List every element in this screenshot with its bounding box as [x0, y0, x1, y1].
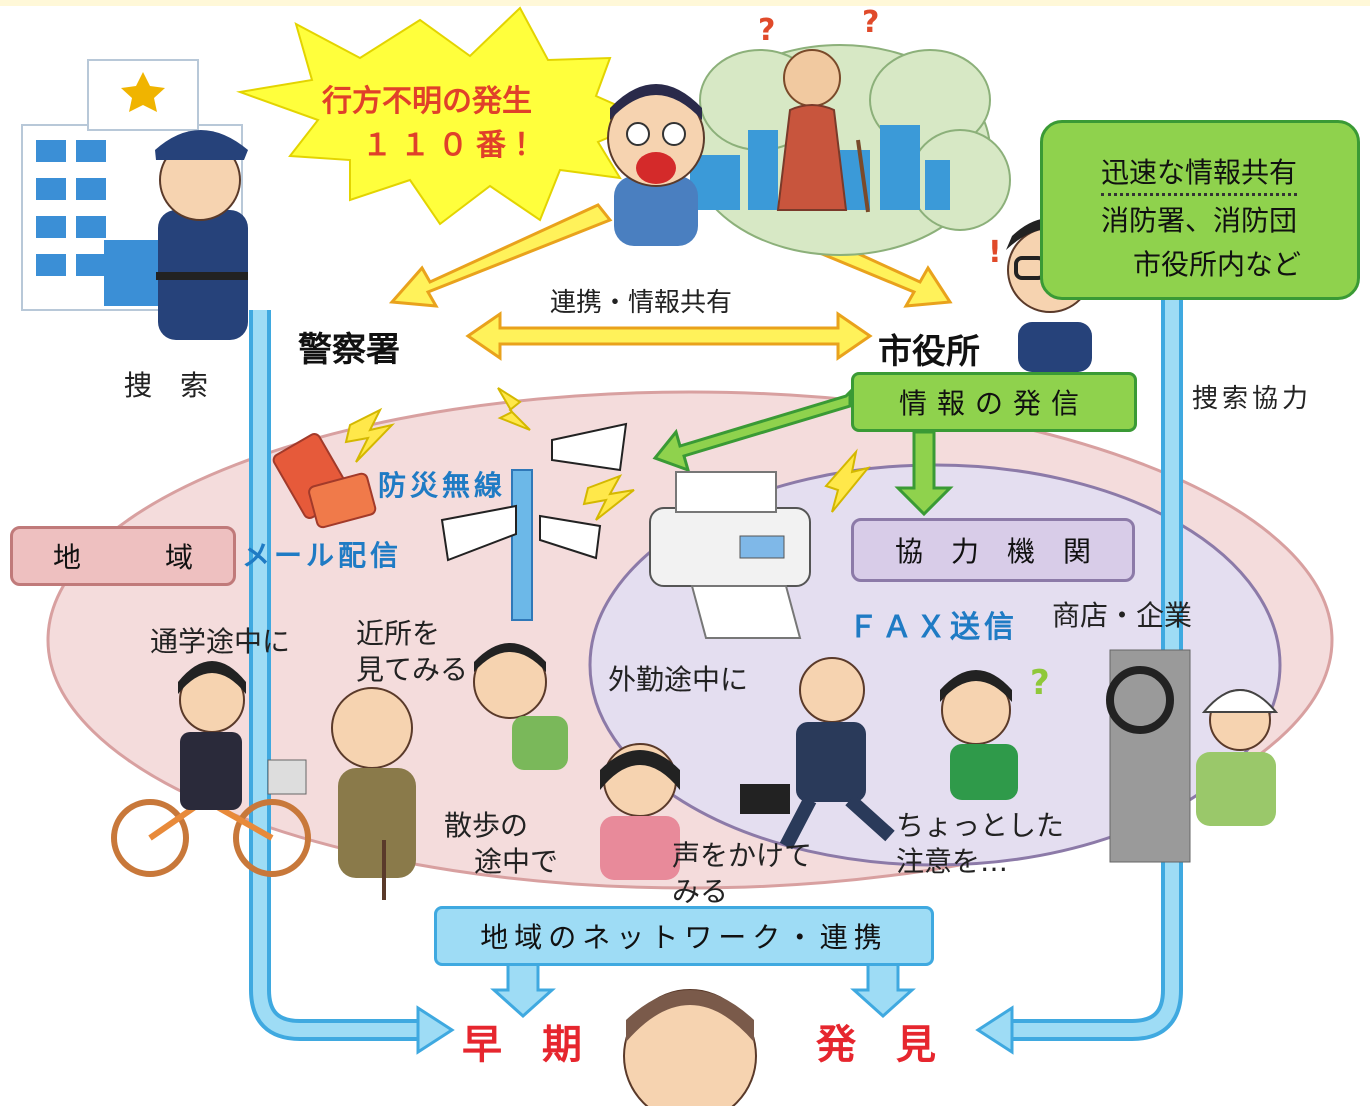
- scene-attention-2: 注意を…: [896, 845, 1009, 878]
- yellow-double-arrow: [465, 311, 873, 361]
- mobile-phone-illustration: [272, 433, 377, 529]
- elderly-man-illustration: [331, 687, 416, 900]
- left-search-arrow: [253, 310, 420, 1037]
- search-label: 捜 索: [124, 369, 209, 402]
- utility-worker-illustration: [1106, 649, 1279, 863]
- network-down-arrow-right: [850, 960, 916, 1019]
- partner-label-box: 協 力 機 関: [851, 518, 1135, 582]
- woman-calling-illustration: [600, 743, 680, 880]
- green-arrow-to-partners: [894, 430, 954, 517]
- right-help-arrow: [1010, 300, 1179, 1037]
- police-label: 警察署: [298, 330, 400, 370]
- scene-attention-1: ちょっとした: [896, 809, 1065, 842]
- mail-channel-label: メール配信: [242, 539, 403, 572]
- link-label: 連携・情報共有: [550, 288, 733, 318]
- cityhall-label: 市役所: [878, 332, 980, 372]
- reporting-man-illustration: [607, 84, 705, 246]
- network-label: 地域のネットワーク・連携: [480, 921, 888, 954]
- left-arrowhead: [416, 1005, 455, 1055]
- scene-work: 外勤途中に: [608, 663, 749, 696]
- partner-label: 協 力 機 関: [894, 535, 1091, 568]
- alert-starburst: [236, 6, 653, 226]
- dispatch-box: 情報の発信: [851, 372, 1137, 432]
- search-help-label: 捜索協力: [1192, 384, 1313, 414]
- alert-line-1: 行方不明の発生: [322, 84, 532, 119]
- yellow-arrow-to-police: [388, 203, 613, 308]
- radio-channel-label: 防災無線: [378, 469, 507, 502]
- dispatch-label: 情報の発信: [898, 387, 1089, 420]
- shops-label: 商店・企業: [1052, 599, 1193, 632]
- share-box-title: 迅速な情報共有: [1101, 151, 1298, 196]
- network-box: 地域のネットワーク・連携: [434, 906, 934, 966]
- result-found: 発 見: [816, 1022, 936, 1068]
- city-silhouette: [690, 125, 950, 210]
- fax-channel-label: ＦＡＸ送信: [848, 610, 1018, 645]
- disaster-radio-speaker-illustration: [440, 422, 628, 621]
- scene-voice-1: 声をかけて: [672, 839, 813, 872]
- scene-walk-1: 散歩の: [444, 809, 529, 842]
- share-box-line3: 市役所内など: [1133, 248, 1302, 281]
- businessman-illustration: [740, 657, 895, 850]
- svg-text:?: ?: [862, 5, 879, 40]
- schoolgirl-bicycle-illustration: [111, 661, 311, 877]
- region-label-box: 地 域: [10, 526, 236, 586]
- alert-line-2: １１０番！: [362, 128, 552, 163]
- result-early: 早 期: [462, 1022, 582, 1068]
- found-grandmother-illustration: [623, 989, 757, 1106]
- share-info-box: 迅速な情報共有 消防署、消防団 市役所内など: [1040, 120, 1360, 300]
- elderly-woman-illustration: ? ?: [758, 5, 879, 213]
- svg-text:!: !: [988, 235, 1002, 270]
- top-border: [0, 0, 1370, 6]
- scene-voice-2: みる: [672, 875, 729, 908]
- scene-neighbor-1: 近所を: [356, 617, 441, 650]
- network-down-arrow-left: [490, 960, 556, 1019]
- scene-neighbor-2: 見てみる: [356, 653, 469, 686]
- svg-text:?: ?: [758, 13, 775, 48]
- shop-clerk-illustration: ?: [940, 663, 1050, 800]
- region-label: 地 域: [52, 541, 193, 574]
- right-arrowhead: [975, 1005, 1014, 1055]
- scene-school: 通学途中に: [150, 625, 291, 658]
- scene-walk-2: 途中で: [474, 845, 559, 878]
- share-box-line2: 消防署、消防団: [1101, 204, 1298, 237]
- svg-text:?: ?: [1030, 663, 1050, 703]
- neighbor-man-illustration: [473, 643, 568, 770]
- police-officer-illustration: [155, 130, 248, 340]
- lightning-bolts: [344, 387, 871, 521]
- green-arrow-to-radio: [652, 388, 852, 473]
- fax-machine-illustration: [649, 471, 811, 639]
